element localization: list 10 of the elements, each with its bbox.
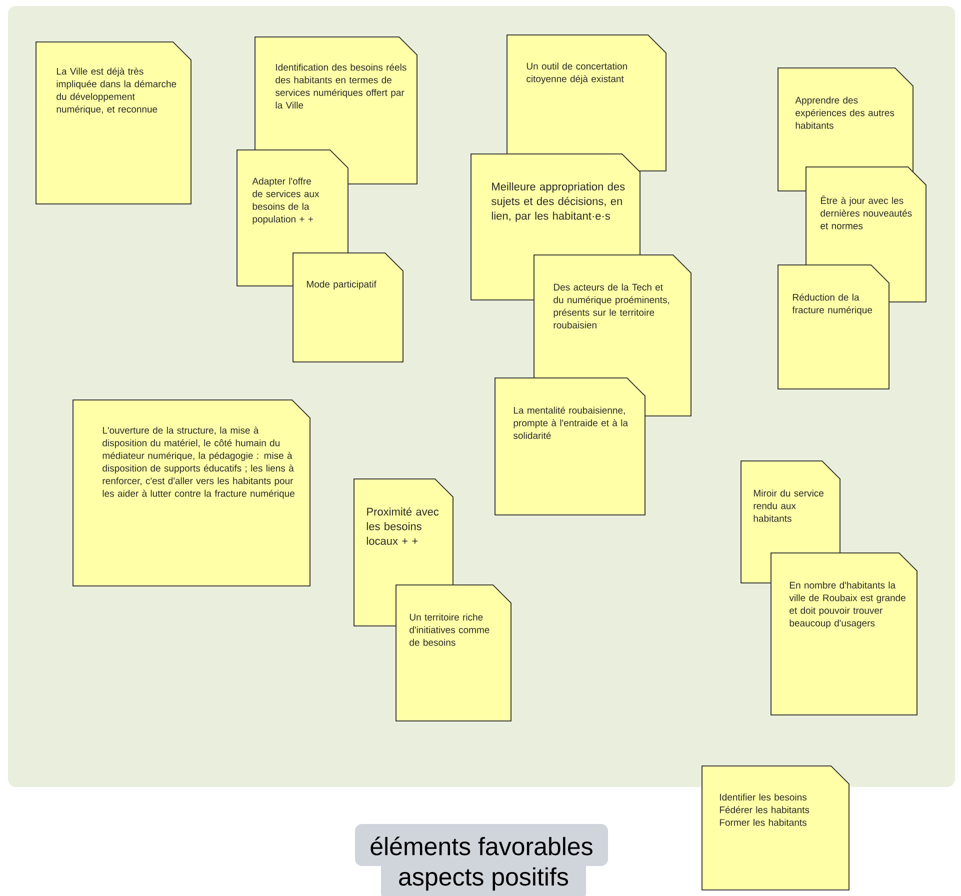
heading-tag: éléments favorables <box>355 824 608 866</box>
sticky-note: La mentalité roubaisienne, prompte à l'entraide et à la solidarité <box>494 378 646 516</box>
sticky-note: La Ville est déjà très impliquée dans la démarche du développement numérique, et reconnue <box>36 42 192 204</box>
sticky-note: Un territoire riche d'initiatives comme de besoins <box>396 584 512 722</box>
sticky-note: Réduction de la fracture numérique <box>778 264 890 390</box>
sticky-note: L'ouverture de la structure, la mise à disposition du matériel, le côté humain du médiateur numérique, la pédagogie : mise à disposition de supports éducatifs ; les liens à renforcer, c'est d'aller vers les habitants pour les aider à lutter contre la fracture numérique <box>72 400 310 586</box>
sticky-note: Identifier les besoins Fédérer les habitants Former les habitants <box>702 766 850 890</box>
sticky-note: En nombre d'habitants la ville de Roubaix est grande et doit pouvoir trouver beaucoup d'usagers <box>770 552 918 716</box>
sticky-note: Mode participatif <box>292 252 404 362</box>
sticky-note: Un outil de concertation citoyenne déjà existant <box>506 34 666 172</box>
